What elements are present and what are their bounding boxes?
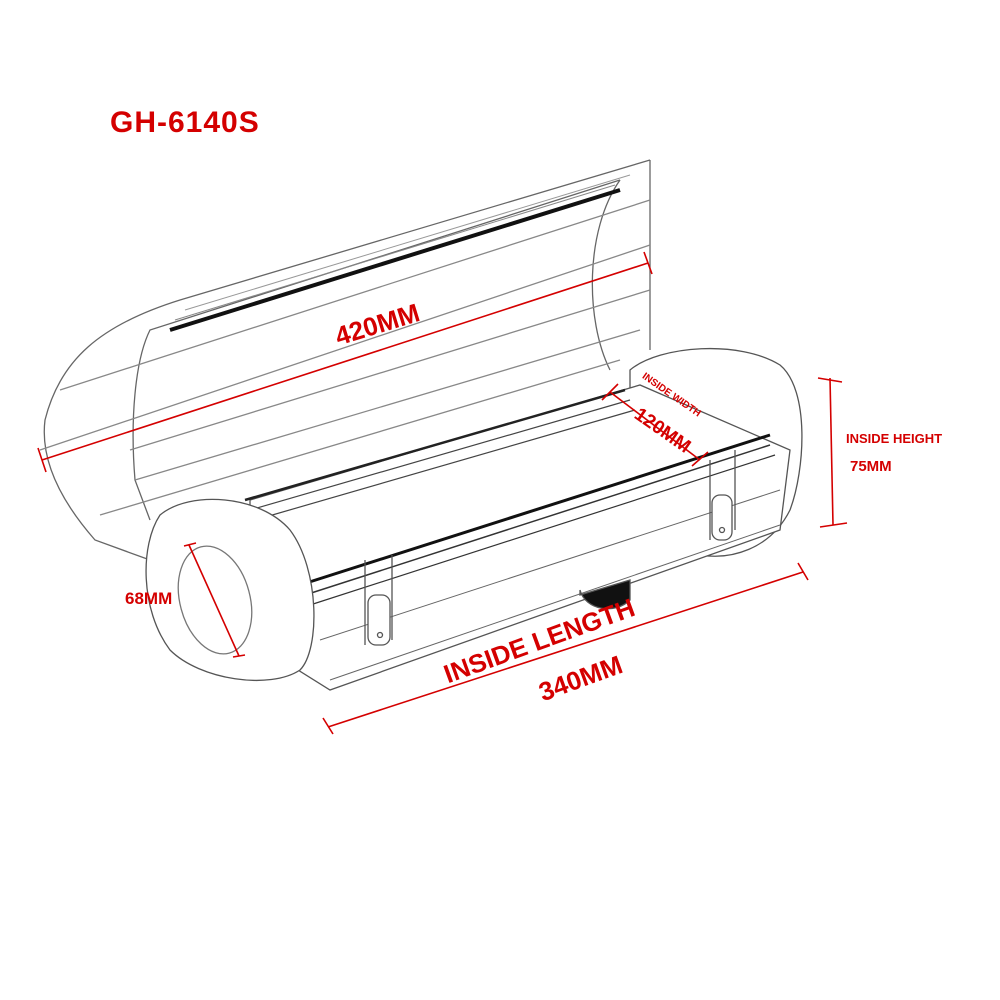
model-title: GH-6140S	[110, 106, 260, 139]
end-diameter-value: 68MM	[125, 589, 173, 608]
dimension-lines	[37, 251, 848, 735]
inside-height-caption: INSIDE HEIGHT	[846, 431, 943, 446]
latch-left	[364, 555, 393, 646]
latch-right	[709, 450, 736, 541]
inside-height-value: 75MM	[850, 458, 892, 475]
